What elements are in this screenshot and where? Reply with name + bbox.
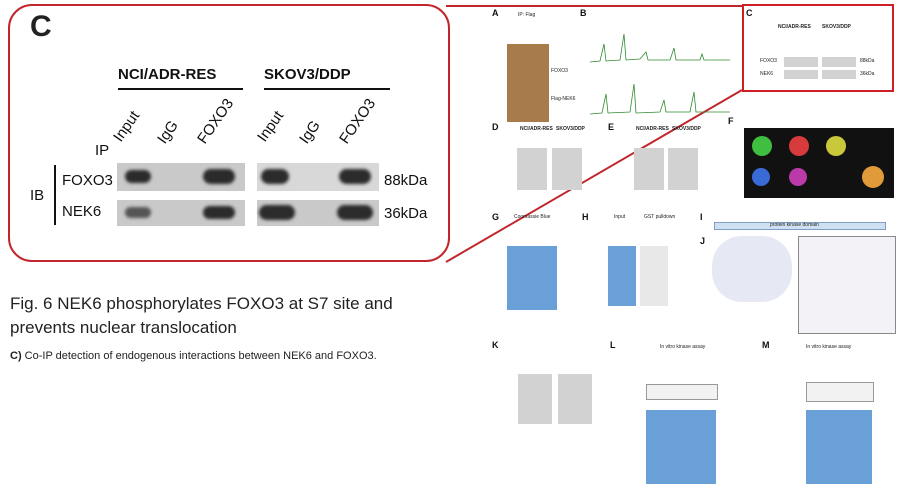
panel-c-line2: SKOV3/DDP <box>822 24 851 30</box>
panel-a-ip: IP: Flag <box>518 12 536 18</box>
panel-j-zoom <box>798 236 896 334</box>
cell-line-skov3-rule <box>264 88 390 90</box>
panel-c-row2: NEK6 <box>760 71 774 77</box>
panel-l-letter: L <box>610 340 616 350</box>
panel-a-letter: A <box>492 8 499 18</box>
panel-a-gel <box>507 44 549 122</box>
row-nek6: NEK6 <box>62 203 102 220</box>
panel-l-blot <box>646 384 718 400</box>
panel-g-title: Coomassie Blue <box>514 214 551 220</box>
panel-c-size2: 36kDa <box>860 71 875 77</box>
panel-l-gel <box>646 410 716 484</box>
panel-a-label-nek6: Flag-NEK6 <box>551 96 576 102</box>
panel-e-line1: NCI/ADR-RES <box>636 126 669 132</box>
blot-nek6-nci <box>117 200 245 226</box>
panel-c-blot1 <box>784 57 818 67</box>
size-88kda: 88kDa <box>384 172 428 189</box>
panel-letter-c: C <box>30 10 52 43</box>
zoom-callout <box>8 4 450 262</box>
panel-c-blot2 <box>822 57 856 67</box>
panel-g-gel <box>507 246 557 310</box>
panel-c-row1: FOXO3 <box>760 58 777 64</box>
panel-m-title: In vitro kinase assay <box>806 344 852 350</box>
panel-d-letter: D <box>492 122 499 132</box>
panel-e-line2: SKOV3/DDP <box>672 126 701 132</box>
ip-label: IP <box>95 142 110 159</box>
cell-line-nci: NCI/ADR-RES <box>118 66 217 83</box>
row-foxo3: FOXO3 <box>62 172 113 189</box>
blot-foxo3-nci <box>117 163 245 191</box>
cell-line-nci-rule <box>118 88 243 90</box>
subcaption-letter: C) <box>10 350 22 362</box>
panel-h-letter: H <box>582 212 589 222</box>
panel-g-letter: G <box>492 212 500 222</box>
subcaption-text: Co-IP detection of endogenous interactio… <box>21 350 377 362</box>
panel-c-highlight <box>742 4 894 92</box>
panel-c-line1: NCI/ADR-RES <box>778 24 811 30</box>
figure-subcaption: C) Co-IP detection of endogenous interac… <box>10 350 377 362</box>
panel-l-title: In vitro kinase assay <box>660 344 706 350</box>
panel-h-gel1 <box>608 246 636 306</box>
panel-c-blot4 <box>822 70 856 79</box>
panel-a-label-foxo3: FOXO3 <box>551 68 568 74</box>
panel-d-line1: NCI/ADR-RES <box>520 126 553 132</box>
panel-d-blot1 <box>517 148 547 190</box>
panel-k-blot1 <box>518 374 552 424</box>
panel-b-spectra <box>590 33 730 115</box>
panel-f-images <box>744 128 894 198</box>
panel-c-blot3 <box>784 70 818 79</box>
panel-k-letter: K <box>492 340 499 350</box>
cell-line-skov3: SKOV3/DDP <box>264 66 351 83</box>
panel-m-blot <box>806 382 874 402</box>
panel-j-structure <box>712 236 792 302</box>
size-36kda: 36kDa <box>384 205 428 222</box>
ib-bracket <box>54 165 56 225</box>
panel-m-letter: M <box>762 340 770 350</box>
panel-e-blot1 <box>634 148 664 190</box>
panel-h-gel2 <box>640 246 668 306</box>
panel-d-line2: SKOV3/DDP <box>556 126 585 132</box>
panel-i-letter: I <box>700 212 703 222</box>
panel-e-blot2 <box>668 148 698 190</box>
panel-i-domain: protein kinase domain <box>770 222 819 228</box>
panel-f-letter: F <box>728 116 734 126</box>
panel-b-letter: B <box>580 8 587 18</box>
panel-j-letter: J <box>700 236 706 246</box>
ib-label: IB <box>30 187 45 204</box>
panel-e-letter: E <box>608 122 615 132</box>
panel-c-size1: 88kDa <box>860 58 875 64</box>
panel-m-gel <box>806 410 872 484</box>
panel-h-pulldown: GST pulldown <box>644 214 676 220</box>
blot-nek6-skov3 <box>257 200 379 226</box>
panel-i-bar <box>714 222 886 230</box>
blot-foxo3-skov3 <box>257 163 379 191</box>
panel-d-blot2 <box>552 148 582 190</box>
panel-k-blot2 <box>558 374 592 424</box>
panel-h-input: Input <box>614 214 626 220</box>
panel-c-letter: C <box>746 8 753 18</box>
figure-caption: Fig. 6 NEK6 phosphorylates FOXO3 at S7 s… <box>10 294 393 337</box>
